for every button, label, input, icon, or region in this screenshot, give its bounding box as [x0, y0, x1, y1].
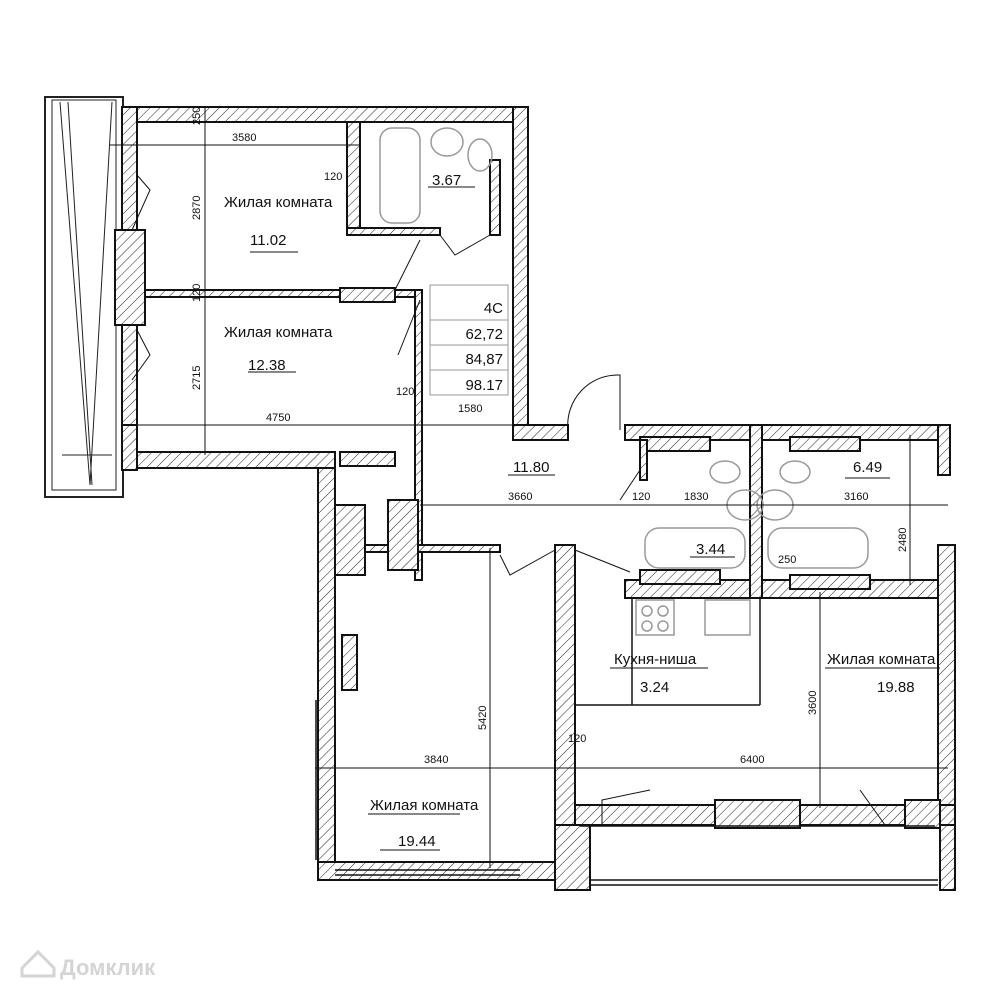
- wall-segment: [639, 436, 711, 452]
- wall-segment: [346, 121, 361, 236]
- wall-segment: [789, 574, 871, 590]
- room-name: Жилая комната: [224, 324, 333, 341]
- dimension-label: 120: [396, 386, 414, 398]
- dimension-label: 3840: [424, 754, 448, 766]
- dimension-label: 120: [568, 733, 586, 745]
- dimension-label: 6400: [740, 754, 764, 766]
- dimension-labels: 3580 120 2870 250 120 2715 4750 120 1580…: [191, 107, 909, 766]
- wall-segment: [937, 424, 951, 476]
- room-area-underlines: [248, 186, 940, 851]
- dimension-label: 1580: [458, 403, 482, 415]
- total-area: 84,87: [465, 351, 503, 368]
- stove-icon: [635, 599, 675, 636]
- dimension-label: 3660: [508, 491, 532, 503]
- room-area: 3.44: [696, 541, 725, 558]
- wall-segment: [334, 504, 366, 576]
- room-area: 12.38: [248, 357, 286, 374]
- wall-segment: [121, 106, 529, 123]
- watermark-text: Домклик: [60, 955, 156, 980]
- dimension-label: 250: [191, 107, 203, 125]
- doors: [131, 174, 886, 826]
- room-labels: Жилая комната 11.02 Жилая комната 12.38 …: [224, 172, 936, 850]
- walls: [114, 106, 956, 891]
- dimension-label: 3580: [232, 132, 256, 144]
- bathtub-icon: [767, 527, 869, 569]
- living-area: 62,72: [465, 326, 503, 343]
- wall-segment: [387, 499, 419, 571]
- apartment-summary-box: 4С 62,72 84,87 98.17: [429, 284, 509, 396]
- total-area-with-balcony: 98.17: [465, 377, 503, 394]
- wall-segment: [339, 287, 396, 303]
- room-area: 11.02: [250, 232, 286, 249]
- dimension-label: 3160: [844, 491, 868, 503]
- fixtures: [315, 127, 938, 886]
- room-area: 6.49: [853, 459, 882, 476]
- room-name: Жилая комната: [224, 194, 333, 211]
- dimension-label: 120: [191, 284, 203, 302]
- toilet-icon: [779, 460, 811, 484]
- wall-segment: [939, 824, 956, 891]
- wall-segment: [317, 861, 556, 881]
- dimension-label: 2870: [191, 196, 203, 220]
- dimension-label: 250: [778, 554, 796, 566]
- wall-segment: [904, 799, 941, 829]
- bathtub-icon: [379, 127, 421, 224]
- wall-segment: [937, 544, 956, 826]
- house-logo-icon: [20, 949, 56, 978]
- wall-segment: [639, 569, 721, 585]
- room-name: Жилая комната: [827, 651, 936, 668]
- balcony-left: [44, 96, 124, 498]
- toilet-icon: [709, 460, 741, 484]
- wall-segment: [341, 634, 358, 691]
- dimension-label: 5420: [477, 706, 489, 730]
- room-area: 3.67: [432, 172, 461, 189]
- room-name: Кухня-ниша: [614, 651, 697, 668]
- apartment-type: 4С: [484, 300, 503, 317]
- dimension-label: 4750: [266, 412, 290, 424]
- wall-segment: [317, 467, 336, 881]
- wall-segment: [339, 451, 396, 467]
- dimension-label: 3600: [807, 691, 819, 715]
- wall-segment: [639, 439, 648, 481]
- room-name: Жилая комната: [370, 797, 479, 814]
- room-area: 3.24: [640, 679, 669, 696]
- watermark: Домклик: [20, 949, 156, 980]
- room-area: 19.44: [398, 833, 436, 850]
- wall-segment: [114, 229, 146, 326]
- room-area: 11.80: [513, 459, 549, 476]
- wall-segment: [414, 289, 423, 581]
- dimension-label: 2480: [897, 528, 909, 552]
- wall-segment: [121, 451, 336, 469]
- dimension-lines: [110, 107, 948, 868]
- sink-icon: [430, 127, 464, 157]
- wall-segment: [121, 424, 138, 471]
- room-area: 19.88: [877, 679, 915, 696]
- wall-segment: [512, 424, 569, 441]
- wall-segment: [749, 424, 763, 599]
- wall-segment: [346, 227, 441, 236]
- wall-segment: [714, 799, 801, 829]
- dimension-label: 120: [632, 491, 650, 503]
- dimension-label: 2715: [191, 366, 203, 390]
- dimension-label: 120: [324, 171, 342, 183]
- dimension-label: 1830: [684, 491, 708, 503]
- kitchen-sink-icon: [704, 599, 751, 636]
- wall-segment: [554, 824, 591, 891]
- wall-segment: [512, 106, 529, 428]
- toilet-icon: [467, 138, 493, 172]
- wall-segment: [489, 159, 501, 236]
- bathtub-icon: [644, 527, 746, 569]
- wall-segment: [789, 436, 861, 452]
